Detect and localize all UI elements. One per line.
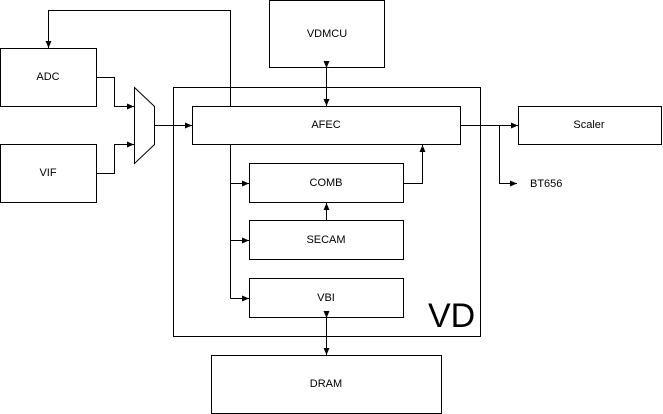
- wire-afec-to-adc: [45, 10, 231, 107]
- block-secam[interactable]: SECAM: [249, 220, 404, 260]
- wire-adc-to-mux: [96, 77, 134, 110]
- block-scaler[interactable]: Scaler: [518, 106, 662, 145]
- block-adc[interactable]: ADC: [0, 48, 97, 107]
- output-bt656-label: BT656: [530, 178, 562, 190]
- block-vbi-label: VBI: [317, 292, 335, 304]
- wire-afec-to-bt656: [499, 125, 517, 187]
- block-comb[interactable]: COMB: [249, 163, 404, 203]
- block-vif-label: VIF: [39, 167, 56, 179]
- block-secam-label: SECAM: [306, 234, 345, 246]
- vd-container-label: VD: [428, 297, 475, 335]
- block-vdmcu-label: VDMCU: [307, 28, 347, 40]
- block-vbi[interactable]: VBI: [249, 278, 404, 318]
- block-dram[interactable]: DRAM: [211, 355, 442, 414]
- block-afec[interactable]: AFEC: [192, 106, 461, 145]
- block-comb-label: COMB: [310, 177, 343, 189]
- wire-comb-to-afec: [403, 145, 426, 184]
- block-dram-label: DRAM: [310, 378, 342, 390]
- block-afec-label: AFEC: [311, 119, 340, 131]
- block-vif[interactable]: VIF: [0, 144, 97, 203]
- block-vdmcu[interactable]: VDMCU: [269, 0, 385, 68]
- wire-vif-to-mux: [96, 141, 134, 174]
- block-scaler-label: Scaler: [573, 119, 605, 131]
- mux-shape: [134, 86, 155, 165]
- block-adc-label: ADC: [36, 71, 59, 83]
